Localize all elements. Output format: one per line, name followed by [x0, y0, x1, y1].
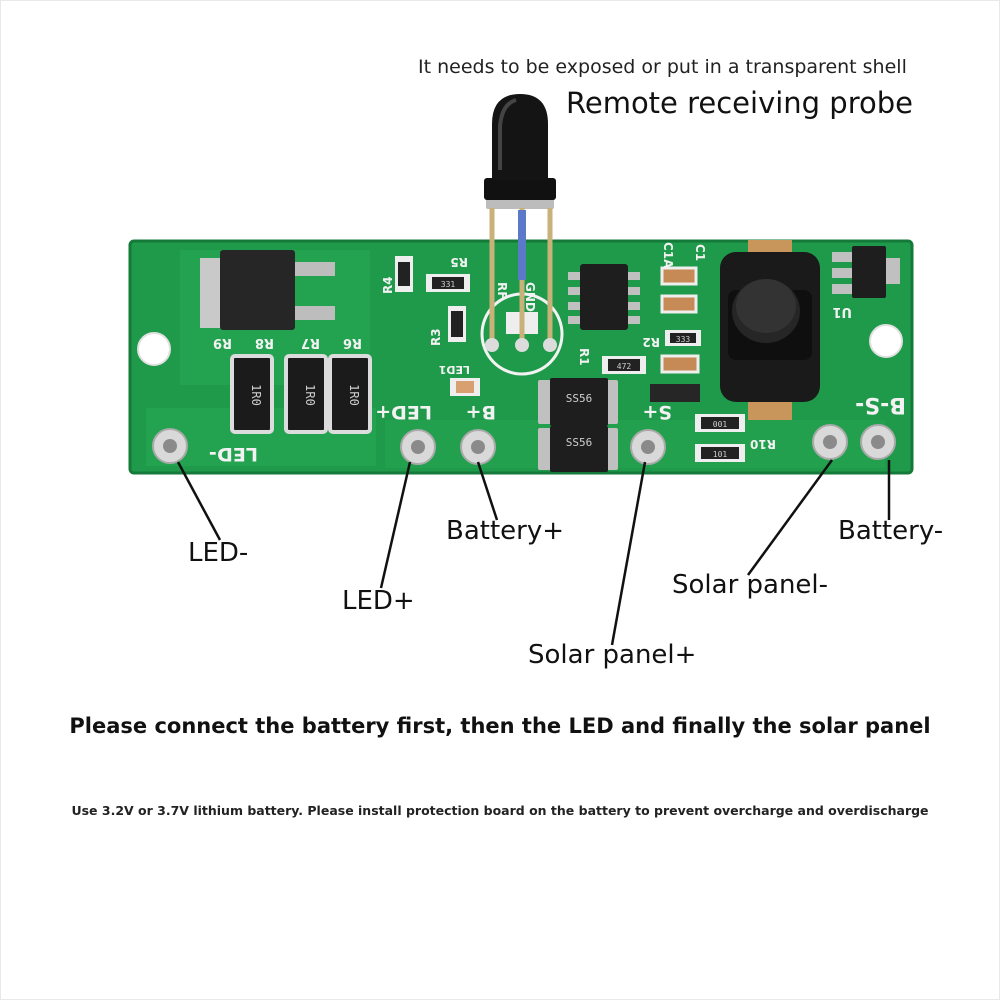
capacitor-bottom — [660, 354, 700, 374]
resistor-r10-body — [701, 447, 739, 459]
smd-code-101: 101 — [713, 450, 728, 459]
u1-lead-3 — [832, 284, 852, 294]
silk-c1a: C1A — [661, 242, 675, 269]
silk-r9: R9 — [213, 335, 232, 350]
silk-b-s-minus: B-S- — [855, 392, 906, 417]
resistor-r5-body — [432, 277, 464, 289]
diode-2-marking: SS56 — [566, 436, 593, 449]
capacitor-c1a-top — [660, 266, 698, 286]
silk-s-plus: S+ — [642, 401, 672, 423]
resistor-r9-value: 1R0 — [249, 384, 263, 406]
soic8-chip — [568, 264, 640, 330]
smd-code-001: 001 — [713, 420, 728, 429]
silk-gnd: GND — [523, 282, 537, 312]
silk-r8: R8 — [255, 335, 274, 350]
transistor-small — [650, 384, 700, 402]
resistor-r2-body — [670, 333, 696, 343]
silk-r7: R7 — [301, 335, 320, 350]
silk-r6: R6 — [343, 335, 362, 350]
resistor-r10a-body — [701, 417, 739, 429]
leader-lines — [176, 459, 891, 646]
silk-led-plus: LED+ — [375, 401, 432, 423]
resistor-r6-value: 1R0 — [347, 384, 361, 406]
exposure-note: It needs to be exposed or put in a trans… — [418, 56, 907, 78]
silk-u1: U1 — [832, 304, 852, 319]
label-led-plus: LED+ — [342, 586, 415, 616]
mosfet-lead-2 — [295, 306, 335, 320]
u1-tab — [886, 258, 900, 284]
schottky-diodes: SS56 SS56 — [538, 378, 618, 472]
resistor-r3-body — [451, 311, 463, 337]
power-resistors: 1R0 1R0 1R0 — [230, 354, 372, 434]
mounting-hole-left — [137, 332, 171, 366]
label-battery-minus: Battery- — [838, 516, 944, 546]
capacitor-c1 — [660, 294, 698, 314]
connection-order-instruction: Please connect the battery first, then t… — [69, 714, 931, 738]
mounting-hole-right — [869, 324, 903, 358]
push-button-switch — [720, 240, 820, 420]
silk-led1: LED1 — [439, 363, 470, 376]
label-led-minus: LED- — [188, 538, 249, 568]
silk-r3: R3 — [429, 328, 443, 346]
smd-code-333: 333 — [676, 335, 691, 344]
silk-r4: R4 — [381, 276, 395, 294]
silk-rf: RF — [495, 282, 509, 299]
silk-led-minus: LED- — [209, 443, 258, 465]
mosfet-lead-1 — [295, 262, 335, 276]
u1-lead-1 — [832, 252, 852, 262]
diode-1-marking: SS56 — [566, 392, 593, 405]
u1-regulator — [852, 246, 886, 298]
silk-r1: R1 — [577, 348, 591, 366]
mosfet-transistor — [220, 250, 295, 330]
silk-b-plus: B+ — [466, 401, 496, 423]
led1-body — [456, 381, 474, 393]
resistor-r4-body — [398, 262, 410, 286]
smd-code-472: 472 — [617, 362, 632, 371]
silk-r2: R2 — [642, 335, 660, 349]
smd-code-331: 331 — [441, 280, 456, 289]
ir-receiver-probe — [484, 94, 557, 352]
u1-lead-2 — [832, 268, 852, 278]
resistor-r1-body — [608, 359, 640, 371]
label-solar-minus: Solar panel- — [672, 570, 829, 600]
label-battery-plus: Battery+ — [446, 516, 565, 546]
solder-pads — [152, 424, 896, 465]
label-solar-plus: Solar panel+ — [528, 640, 697, 670]
resistor-r7-value: 1R0 — [303, 384, 317, 406]
probe-title: Remote receiving probe — [566, 86, 913, 120]
silk-c1: C1 — [693, 244, 707, 261]
battery-safety-note: Use 3.2V or 3.7V lithium battery. Please… — [71, 803, 929, 818]
silk-r10: R10 — [750, 437, 776, 451]
silk-r5: R5 — [450, 255, 468, 269]
